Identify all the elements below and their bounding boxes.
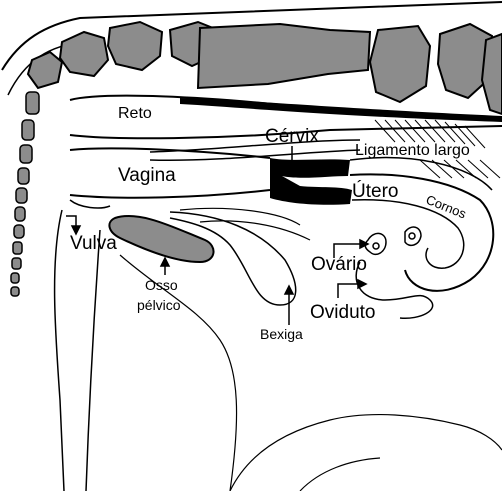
vertebra-2 [60, 32, 108, 76]
label-reto: Reto [118, 105, 152, 122]
tail-vertebrae [11, 92, 39, 296]
vertebra-1 [28, 52, 62, 88]
urethra [180, 208, 310, 240]
label-cornos: Cornos [424, 192, 469, 222]
upper-tract-line [150, 140, 360, 160]
label-vulva: Vulva [70, 233, 117, 254]
label-bexiga: Bexiga [260, 326, 303, 342]
label-vagina: Vagina [118, 165, 176, 186]
pelvic-bone [109, 216, 213, 262]
label-pelvico: pélvico [137, 297, 181, 313]
vertebra-3 [108, 22, 162, 70]
ovaries [365, 227, 421, 254]
vertebra-5 [198, 24, 370, 88]
label-utero: Útero [352, 180, 398, 202]
label-oviduto: Oviduto [310, 302, 375, 323]
spine-vertebrae [28, 22, 502, 114]
vertebra-6 [370, 26, 430, 102]
cervix-black [270, 158, 352, 205]
leg-outline [230, 415, 502, 491]
abdomen-outline [120, 255, 237, 491]
label-osso: Osso [145, 277, 178, 293]
label-ovario: Ovário [311, 254, 367, 275]
label-ligamento-largo: Ligamento largo [355, 142, 470, 159]
rectum-black-band [180, 98, 502, 122]
label-cervix: Cérvix [265, 126, 319, 147]
vertebra-8 [482, 34, 502, 114]
